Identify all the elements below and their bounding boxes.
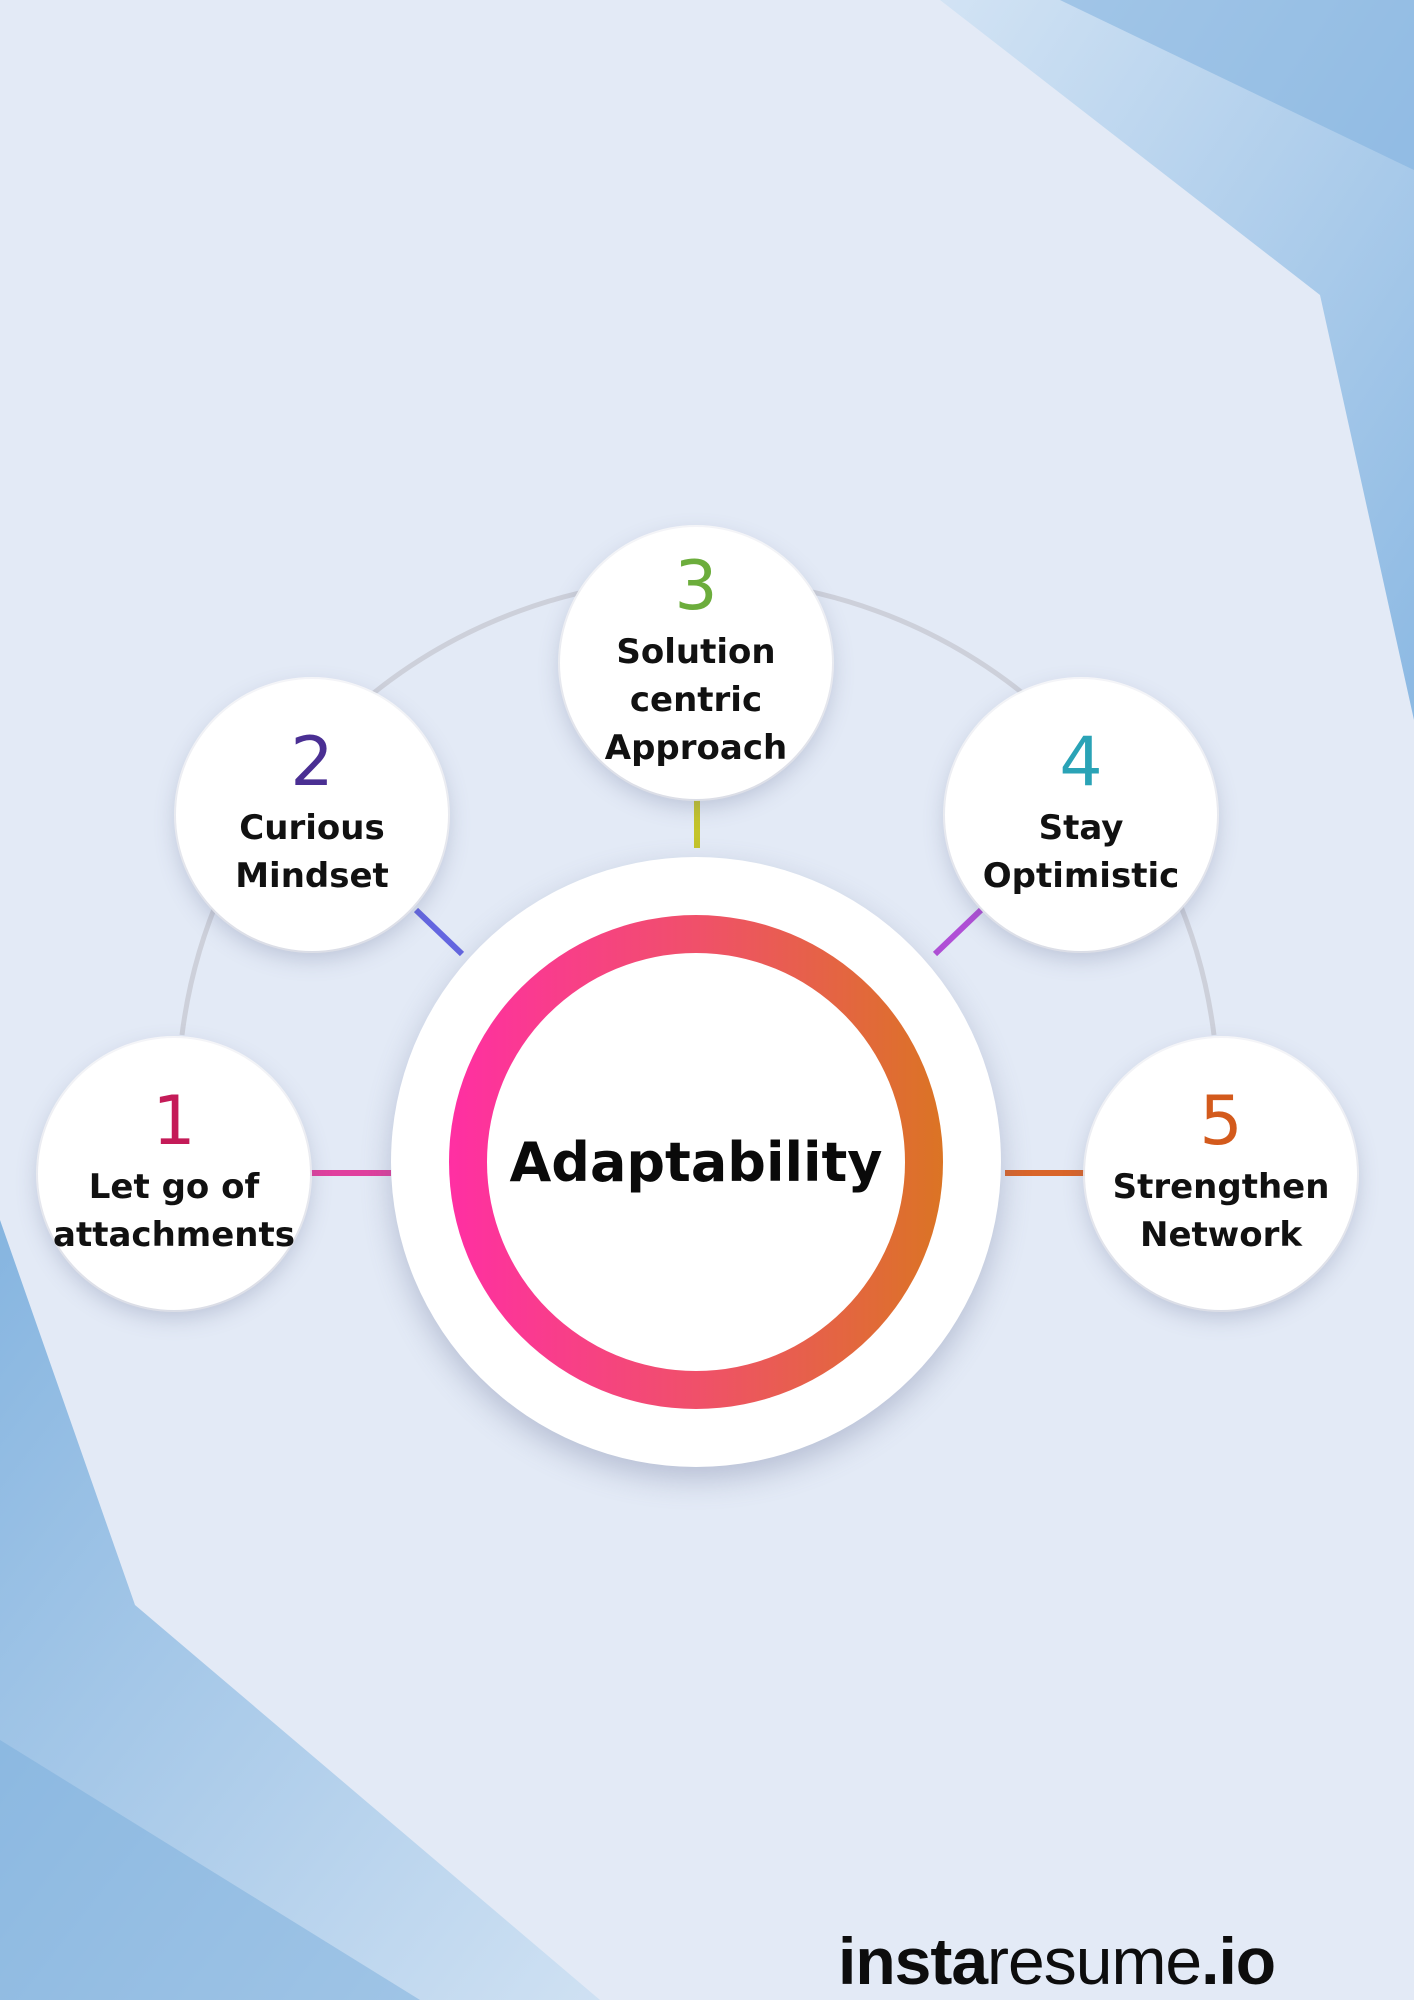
node-number: 1 (152, 1082, 196, 1161)
center-label: Adaptability (509, 1130, 883, 1194)
logo-bold-part: insta (838, 1924, 988, 1998)
bottom-left-shape (0, 1220, 600, 2000)
center-hub: Adaptability (391, 857, 1001, 1467)
node-4: 4 Stay Optimistic (945, 679, 1217, 951)
node-number: 4 (1059, 723, 1103, 802)
node-label: Curious Mindset (235, 808, 389, 896)
node-5: 5 Strengthen Network (1085, 1038, 1357, 1310)
node-2: 2 Curious Mindset (176, 679, 448, 951)
node-number: 2 (290, 723, 334, 802)
node-number: 3 (674, 547, 718, 626)
bottom-left-shape-dark (0, 1740, 420, 2000)
connector-4 (932, 907, 984, 957)
top-right-shape (940, 0, 1414, 720)
logo-suffix: .io (1201, 1924, 1276, 1998)
connector-2 (413, 907, 465, 957)
node-label: Let go of attachments (53, 1167, 295, 1255)
node-label: Solution centric Approach (604, 632, 788, 768)
node-number: 5 (1199, 1082, 1243, 1161)
logo-thin-part: resume (987, 1924, 1202, 1998)
hub-inner-circle: Adaptability (487, 953, 905, 1371)
hub-gradient-ring: Adaptability (449, 915, 943, 1409)
node-label: Strengthen Network (1112, 1167, 1330, 1255)
top-right-shape-dark (1060, 0, 1414, 170)
instaresume-logo: instaresume.io (838, 1928, 1276, 1994)
node-label: Stay Optimistic (982, 808, 1180, 896)
node-3: 3 Solution centric Approach (560, 527, 832, 799)
node-1: 1 Let go of attachments (38, 1038, 310, 1310)
